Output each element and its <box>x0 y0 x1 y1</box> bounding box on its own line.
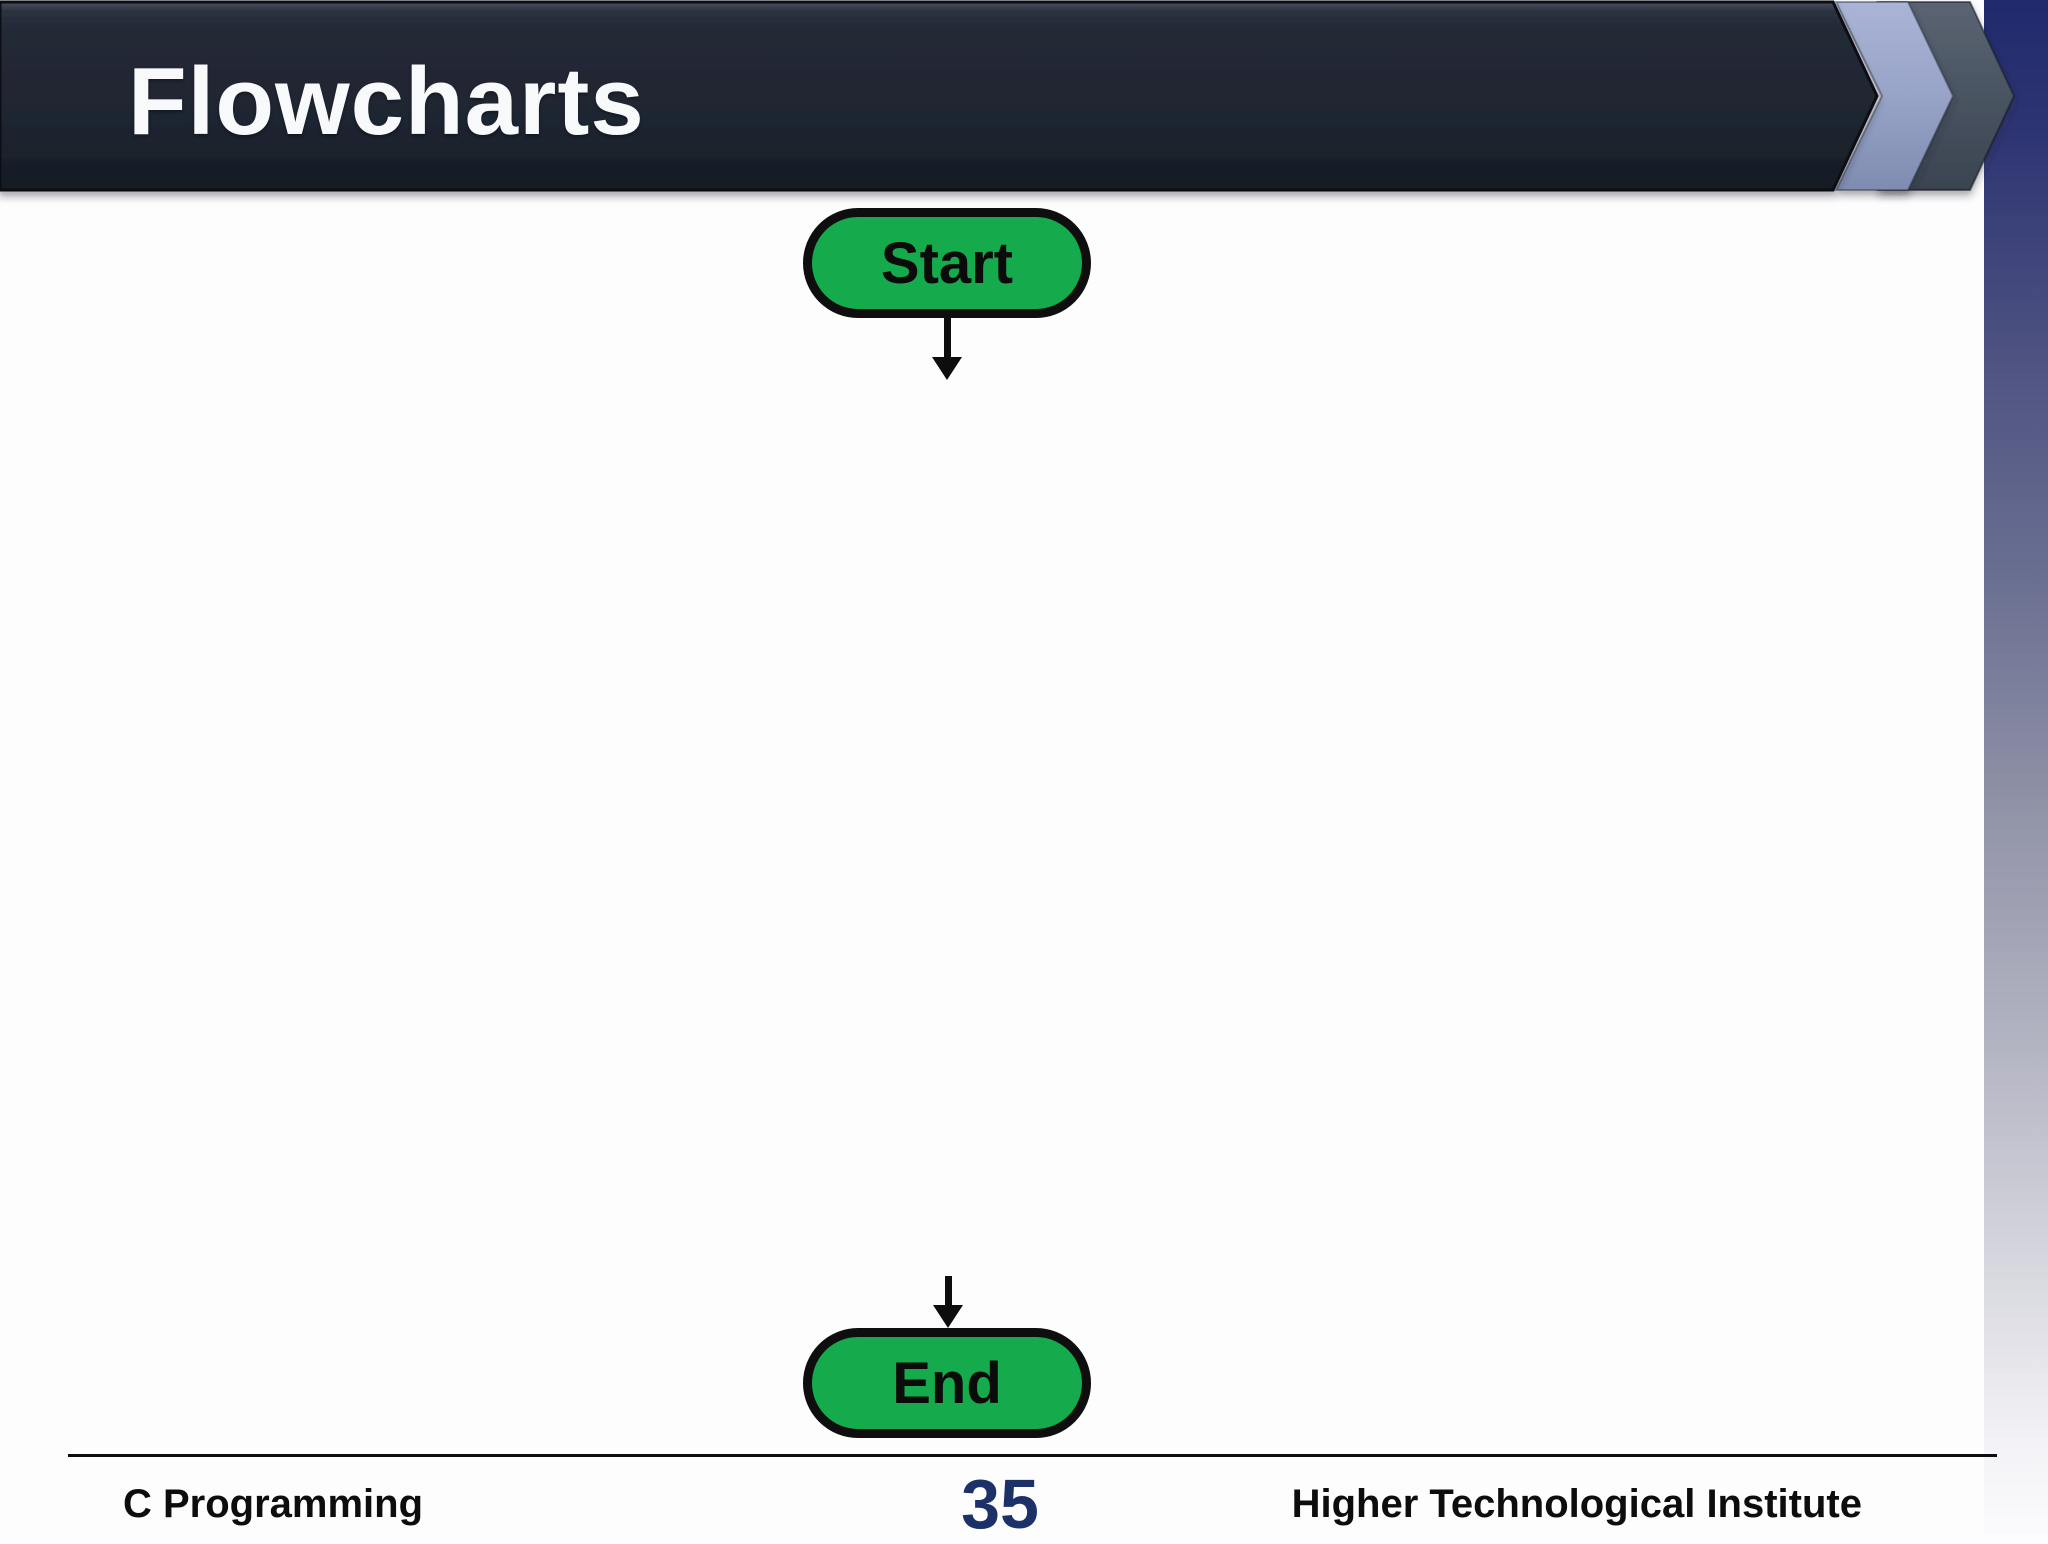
chevron-light-icon <box>1834 1 1955 191</box>
arrow-head <box>932 357 962 380</box>
down-arrow-icon <box>932 318 962 380</box>
down-arrow-icon <box>933 1276 963 1328</box>
header-bar <box>0 0 1879 192</box>
slide-header: Flowcharts <box>0 0 2048 220</box>
flowchart-node-start: Start <box>803 208 1091 318</box>
header-decoration <box>0 0 2016 192</box>
arrow-shaft <box>944 1276 952 1307</box>
right-gradient-band <box>1984 0 2048 1536</box>
start-node-label: Start <box>880 230 1014 296</box>
arrow-shaft <box>943 318 951 359</box>
arrow-head <box>933 1305 963 1328</box>
end-node-label: End <box>892 1350 1002 1416</box>
flowchart-node-end: End <box>803 1328 1091 1438</box>
page-title: Flowcharts <box>128 48 645 155</box>
